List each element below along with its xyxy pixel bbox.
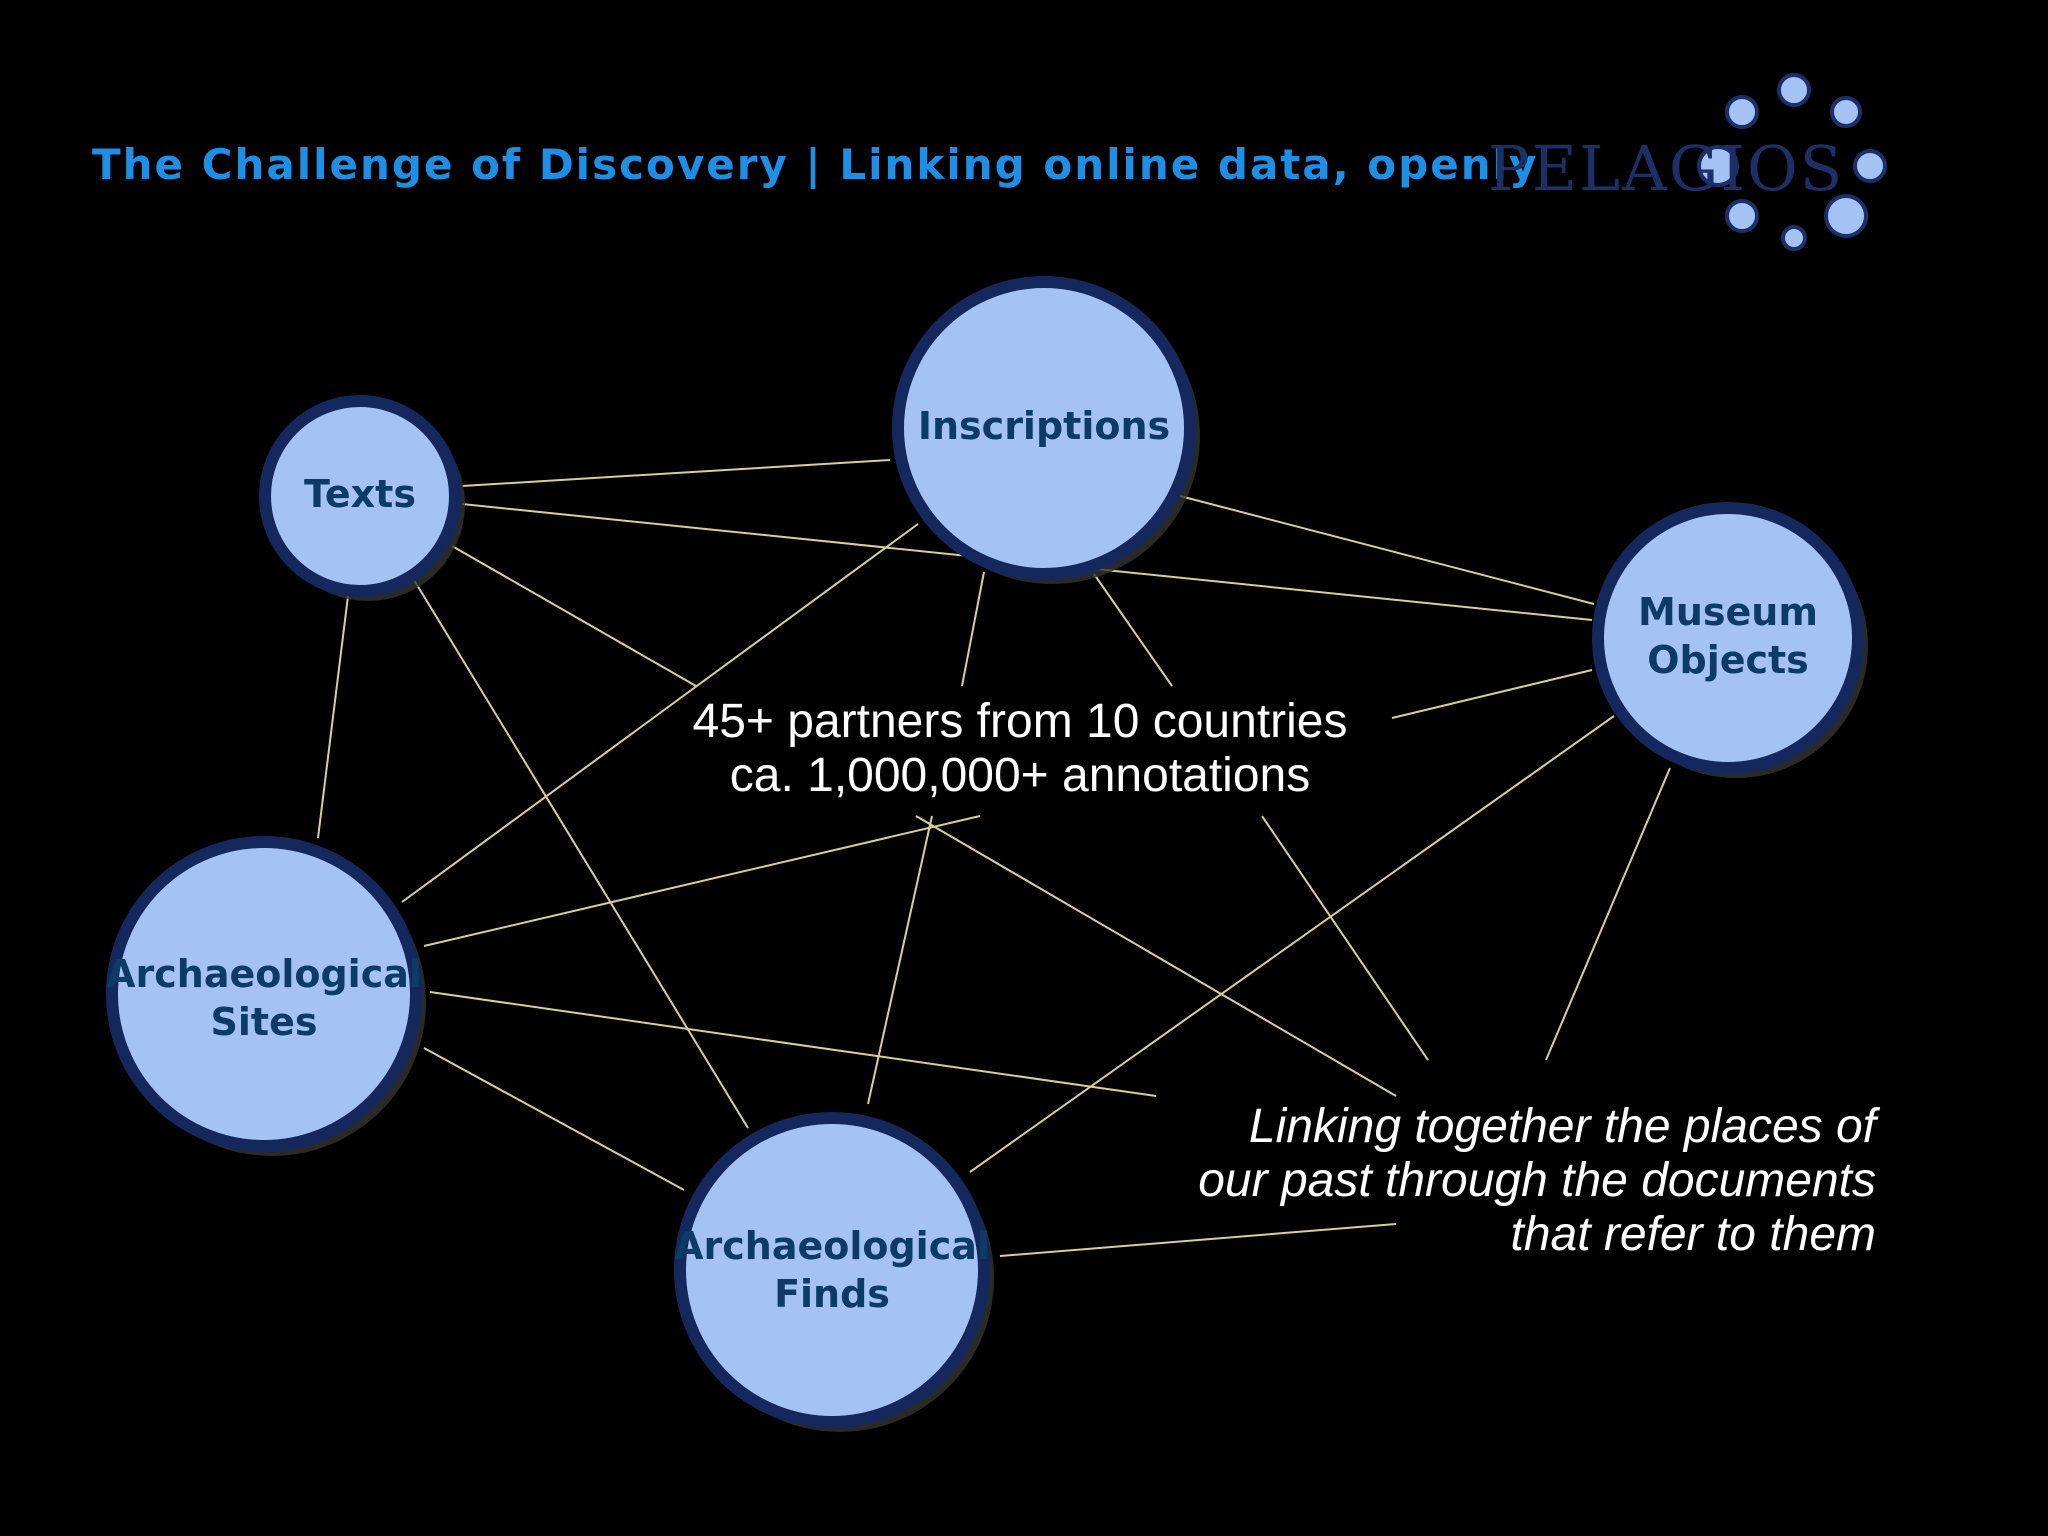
node-texts [259,395,465,601]
node-label-archaeological-sites: Archaeological Sites [106,952,422,1044]
link-lines [317,459,1671,1257]
link-museum-center [1391,669,1593,719]
node-archaeological-finds [674,1112,994,1432]
partners-stats: 45+ partners from 10 countries ca. 1,000… [692,695,1347,803]
logo-wordmark: PELAGIOS [1488,132,1845,205]
slide-title: The Challenge of Discovery | Linking onl… [92,140,1539,189]
logo-dots-icon [1697,73,1887,251]
node-label-inscriptions: Inscriptions [917,404,1171,448]
link-inscriptions-center [961,571,985,687]
link-finds-tagline [999,1223,1397,1257]
link-inscriptions-sites [401,523,919,903]
link-sites-center [423,815,981,947]
link-inscriptions-center-right [1093,573,1173,687]
tagline: Linking together the places of our past … [1198,1100,1876,1261]
node-inscriptions [892,276,1200,584]
node-archaeological-sites [106,836,426,1156]
link-center-tagline [915,815,1397,1097]
node-label-archaeological-finds: Archaeological Finds [674,1224,990,1316]
link-texts-finds [413,579,749,1129]
link-texts-inscriptions [461,459,891,487]
link-sites-finds [423,1047,685,1191]
link-inscriptions-museum [1179,495,1595,605]
partners-count: 45+ partners from 10 countries [692,695,1348,748]
link-sites-tagline [429,991,1157,1097]
link-museum-tagline [1545,767,1671,1061]
link-texts-center [451,545,697,687]
nodes [106,276,1868,1432]
link-museum-finds [969,715,1615,1173]
link-center-tagline-right [1261,815,1429,1061]
node-label-museum-objects: Museum Objects [1638,590,1818,682]
node-museum-objects [1592,502,1868,778]
link-finds-center [867,815,933,1105]
pelagios-logo: PELAGIOS [1480,60,1900,260]
annotations-count: ca. 1,000,000+ annotations [729,749,1311,802]
node-label-texts: Texts [304,472,416,516]
link-texts-sites [317,595,349,839]
